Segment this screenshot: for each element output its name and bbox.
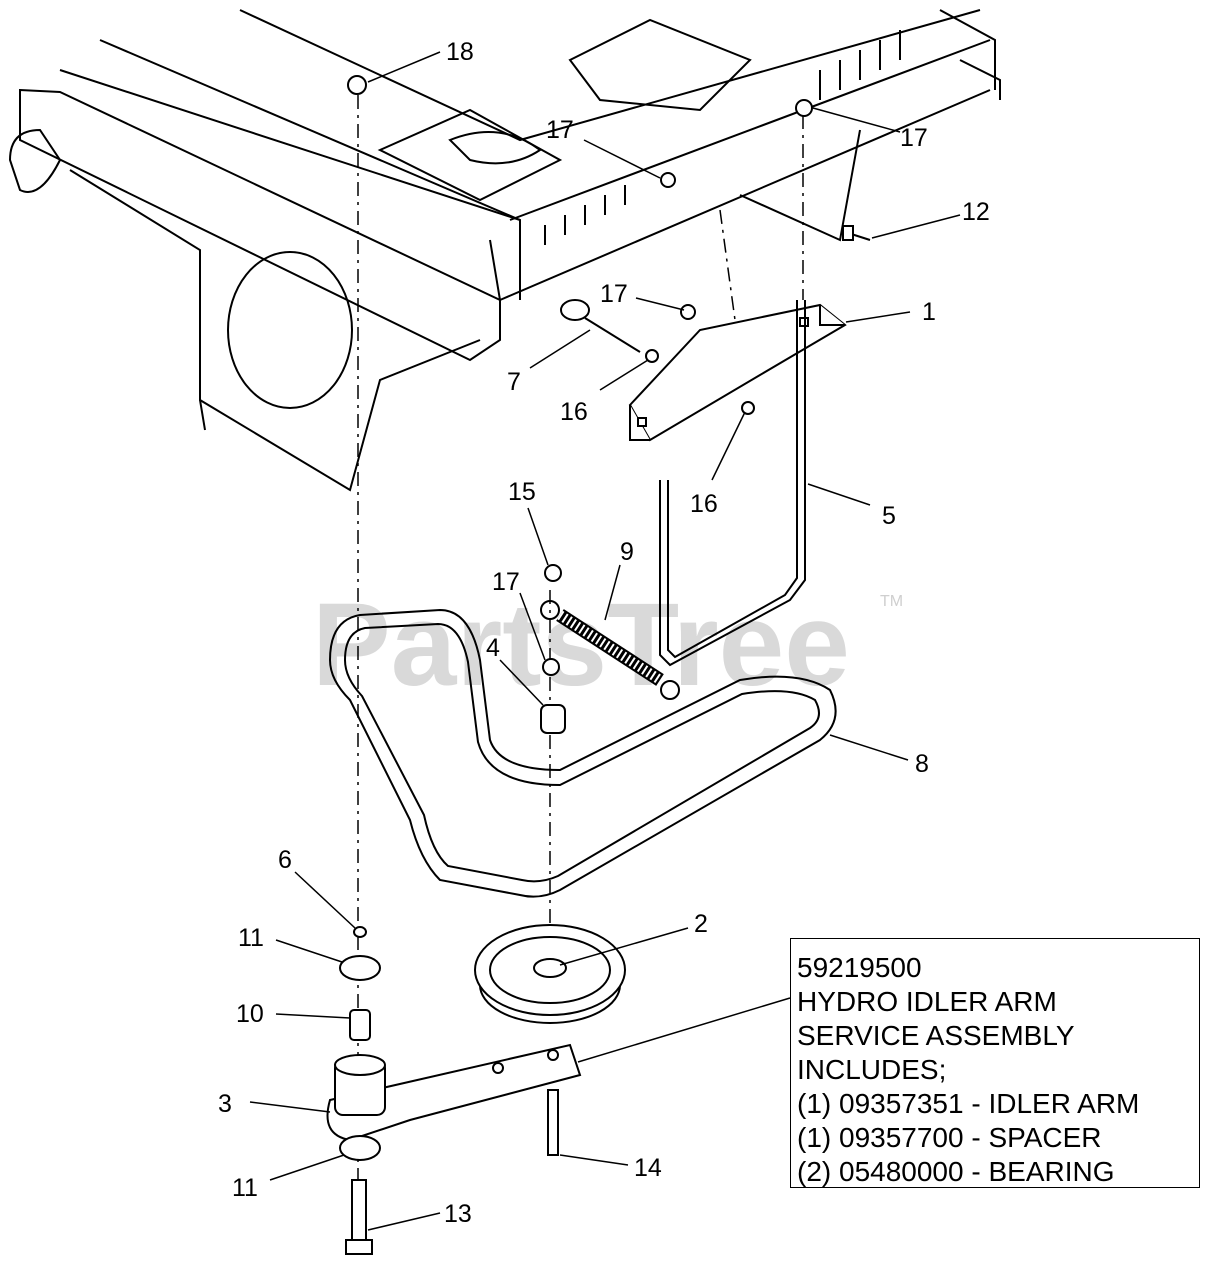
part-6-ring <box>353 926 367 938</box>
callout-17: 17 <box>546 116 574 144</box>
part-18-nut <box>347 75 367 95</box>
part-17-nut-c <box>680 304 696 320</box>
callout-3: 3 <box>218 1090 232 1118</box>
callout-17: 17 <box>492 568 520 596</box>
part-3-idler-arm <box>326 1043 582 1142</box>
part-8-belt <box>328 608 837 898</box>
part-17-nut-a <box>660 172 676 188</box>
callout-7: 7 <box>507 368 521 396</box>
watermark-trademark: TM <box>880 593 903 610</box>
part-17-nut-b <box>795 99 813 117</box>
tractor-frame <box>8 9 1001 492</box>
part-14-bolt <box>547 1089 559 1156</box>
callout-15: 15 <box>508 478 536 506</box>
small-hardware <box>347 75 871 734</box>
note-line: (1) 09357351 - IDLER ARM <box>797 1088 1140 1119</box>
alignment-lines <box>357 95 804 1240</box>
note-line: (1) 09357700 - SPACER <box>797 1122 1102 1153</box>
callout-1: 1 <box>922 298 936 326</box>
part-5-rod <box>659 300 806 667</box>
part-16-washer-a <box>645 349 659 363</box>
callout-17: 17 <box>600 280 628 308</box>
part-1-bracket <box>628 303 847 442</box>
callout-8: 8 <box>915 750 929 778</box>
note-line: (2) 05480000 - BEARING <box>797 1156 1115 1187</box>
callout-16: 16 <box>560 398 588 426</box>
callout-4: 4 <box>486 634 500 662</box>
part-4-spacer <box>540 704 566 734</box>
part-15-nut <box>544 564 562 582</box>
idler-hardware <box>339 926 559 1255</box>
part-17-nut-d <box>542 658 560 676</box>
callout-11: 11 <box>238 924 264 952</box>
leader-lines <box>249 51 961 1231</box>
callout-5: 5 <box>882 502 896 530</box>
callout-2: 2 <box>694 910 708 938</box>
callout-14: 14 <box>634 1154 662 1182</box>
callout-6: 6 <box>278 846 292 874</box>
frame-slots <box>544 30 901 245</box>
note-line: SERVICE ASSEMBLY <box>797 1020 1075 1051</box>
service-assembly-note: 59219500 HYDRO IDLER ARM SERVICE ASSEMBL… <box>790 938 1200 1188</box>
part-7-eye-bolt <box>560 299 590 321</box>
callout-11: 11 <box>232 1174 258 1202</box>
callout-17: 17 <box>900 124 928 152</box>
callout-12: 12 <box>962 198 990 226</box>
part-10-spacer <box>349 1009 371 1041</box>
part-2-pulley <box>474 924 626 1024</box>
watermark: PartsTree TM <box>312 579 903 711</box>
callout-13: 13 <box>444 1200 472 1228</box>
callout-18: 18 <box>446 38 474 66</box>
callout-10: 10 <box>236 1000 264 1028</box>
part-13-bolt <box>351 1179 367 1246</box>
callout-16: 16 <box>690 490 718 518</box>
note-line: HYDRO IDLER ARM <box>797 986 1057 1017</box>
callout-labels: 18 17 17 12 1 17 7 16 16 5 15 9 17 4 8 6… <box>218 38 990 1228</box>
note-line: INCLUDES; <box>797 1054 947 1085</box>
note-line: 59219500 <box>797 952 922 983</box>
callout-9: 9 <box>620 538 634 566</box>
watermark-text: PartsTree <box>312 579 850 711</box>
part-9-spring <box>540 600 680 700</box>
part-11-bearing-a <box>339 955 381 981</box>
part-16-washer-b <box>741 401 755 415</box>
part-11-bearing-b <box>339 1135 381 1161</box>
